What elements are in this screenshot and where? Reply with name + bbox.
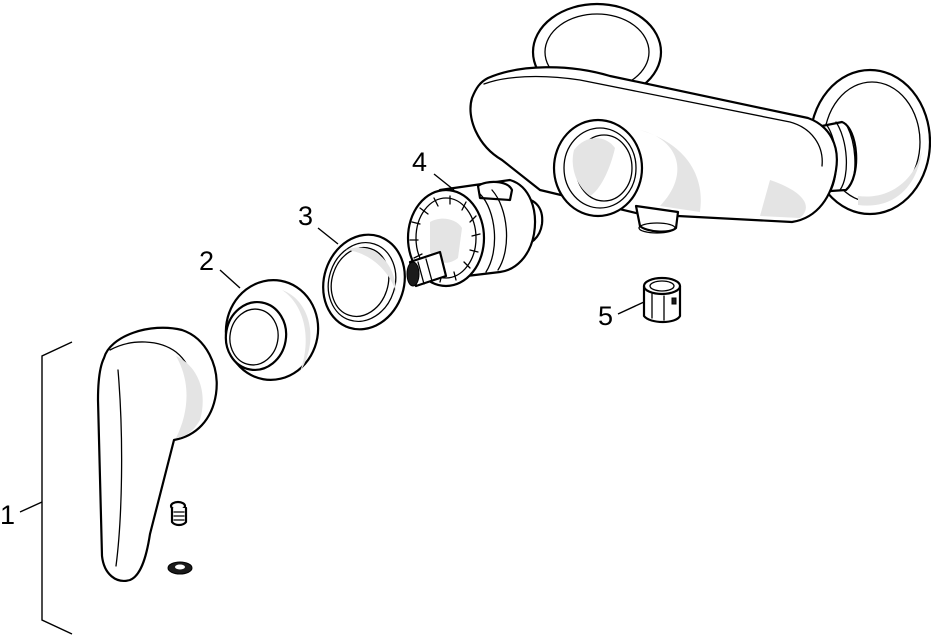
callout-3: 3: [298, 201, 313, 231]
leader-4: [433, 173, 455, 191]
leader-5: [617, 301, 645, 315]
bracket-1: [41, 341, 73, 635]
leader-3: [317, 227, 339, 245]
callout-2: 2: [199, 246, 214, 276]
leader-1: [19, 501, 43, 513]
callout-4: 4: [412, 147, 427, 177]
handle-washer: [167, 561, 193, 575]
part-3-nut-ring: [322, 233, 406, 331]
part-1-lever-handle: [96, 326, 218, 582]
callout-1: 1: [0, 500, 15, 530]
leader-2: [219, 269, 241, 289]
mixer-body-assembly: [469, 2, 931, 234]
handle-screw: [169, 500, 188, 527]
mixer-body: [469, 66, 838, 234]
part-2-rosette: [224, 279, 320, 381]
callout-5: 5: [598, 301, 613, 331]
part-4-cartridge: [406, 178, 544, 288]
part-5-cap: [642, 276, 682, 324]
